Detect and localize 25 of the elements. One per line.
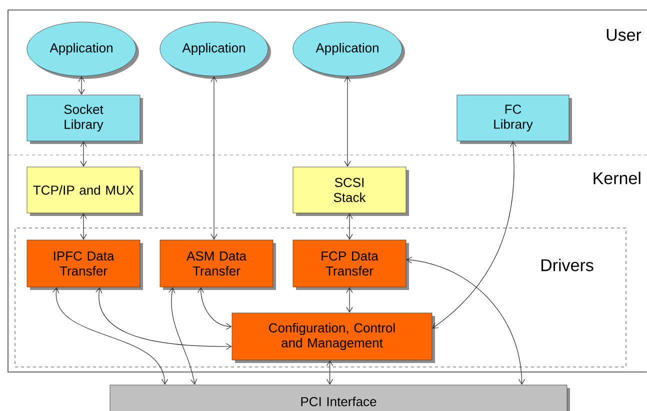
arrow	[198, 287, 232, 330]
protocol-box: TCP/IP and MUX	[26, 166, 143, 216]
arrow	[406, 256, 526, 385]
arrow	[168, 287, 198, 385]
layer-label: User	[606, 29, 642, 41]
arrow	[78, 76, 85, 95]
interface-bar: PCI Interface	[110, 384, 570, 411]
arrow	[346, 213, 353, 240]
arrow	[80, 141, 87, 167]
arrow	[432, 141, 517, 328]
arrow	[80, 213, 87, 240]
driver-box: ASM Data Transfer	[160, 240, 276, 290]
arrow	[326, 360, 334, 385]
layer-label: Kernel	[594, 172, 640, 184]
arrow	[96, 287, 232, 350]
driver-box: FCP Data Transfer	[292, 240, 409, 290]
driver-box: Configuration, Control and Management	[232, 312, 435, 363]
arrow	[52, 287, 168, 385]
arrow	[344, 76, 351, 167]
driver-box: IPFC Data Transfer	[26, 240, 143, 290]
protocol-box: SCSI Stack	[292, 166, 409, 216]
arrow	[210, 76, 218, 240]
library-box: FC Library	[456, 94, 572, 144]
arrow	[346, 287, 353, 313]
library-box: Socket Library	[26, 94, 143, 144]
